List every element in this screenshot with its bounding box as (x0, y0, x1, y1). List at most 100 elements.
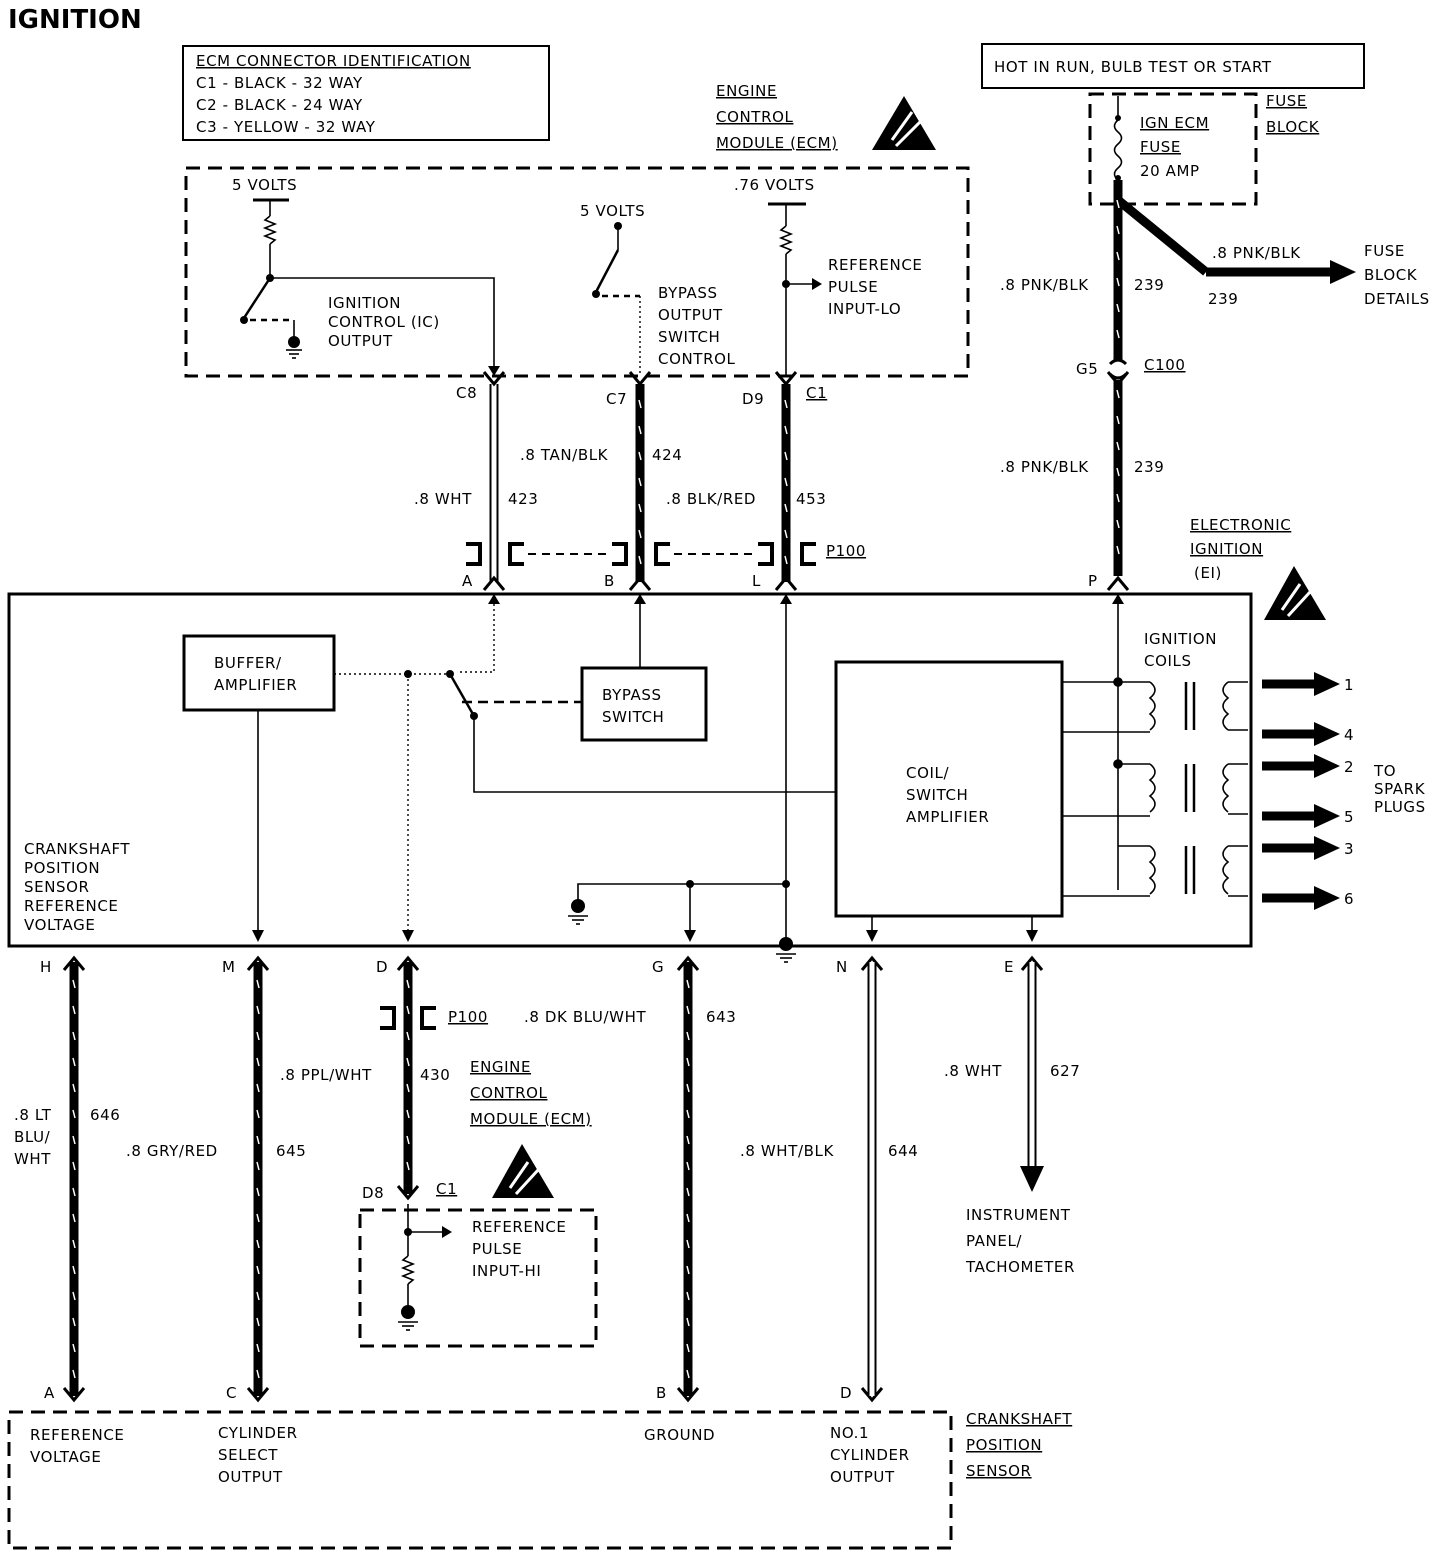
p100-top-label: P100 (826, 542, 866, 560)
page-title: IGNITION (8, 5, 142, 35)
ei-module-box (7, 592, 1253, 948)
ref-lo-2: PULSE (828, 278, 878, 296)
crank-ref-1: CRANKSHAFT (24, 840, 130, 858)
sensor-pin-a: A (44, 1384, 55, 1402)
pin-d9: D9 (742, 390, 764, 408)
plug-3: 3 (1344, 840, 1354, 858)
connector-id-box: ECM CONNECTOR IDENTIFICATION C1 - BLACK … (182, 45, 550, 141)
sensor-cyl-1: CYLINDER (218, 1424, 298, 1442)
coils-label-1: IGNITION (1144, 630, 1217, 648)
wire-wht: .8 WHT (414, 490, 472, 508)
fuse-details-2: BLOCK (1364, 266, 1418, 284)
sensor-no1-3: OUTPUT (830, 1468, 895, 1486)
wire-pnk1-num: 239 (1208, 290, 1238, 308)
pin-g: G (652, 958, 664, 976)
coil-amp-1: COIL/ (906, 764, 949, 782)
fuse-name-1: IGN ECM (1140, 114, 1209, 132)
pin-c1-bottom: C1 (436, 1180, 457, 1198)
fuse-icon (1113, 96, 1123, 181)
pin-m: M (222, 958, 236, 976)
fuse-details-3: DETAILS (1364, 290, 1430, 308)
pin-n: N (836, 958, 848, 976)
sensor-cyl-2: SELECT (218, 1446, 278, 1464)
wire-ltblu-1: .8 LT (14, 1106, 52, 1124)
fuse-name-3: 20 AMP (1140, 162, 1200, 180)
sensor-ref-2: VOLTAGE (30, 1448, 101, 1466)
fuse-details-1: FUSE (1364, 242, 1405, 260)
sensor-pin-b: B (656, 1384, 667, 1402)
coils-label-2: COILS (1144, 652, 1192, 670)
sensor-cyl-3: OUTPUT (218, 1468, 283, 1486)
bypass-output-3: SWITCH (658, 328, 720, 346)
ei-label-3: (EI) (1194, 564, 1222, 582)
pin-a-top: A (462, 572, 473, 590)
wire-pplwht: .8 PPL/WHT (280, 1066, 372, 1084)
c100-label: C100 (1144, 356, 1186, 374)
pin-c1-top: C1 (806, 384, 827, 402)
connector-c3: C3 - YELLOW - 32 WAY (196, 118, 376, 136)
wire-ltblu-2: BLU/ (14, 1128, 51, 1146)
hot-in-run-label: HOT IN RUN, BULB TEST OR START (994, 58, 1272, 76)
ecm-bottom-box (358, 1208, 598, 1348)
wire-gryred: .8 GRY/RED (126, 1142, 218, 1160)
buffer-amplifier-box (182, 634, 336, 712)
ei-label-1: ELECTRONIC (1190, 516, 1291, 534)
ecm-top-label-2: CONTROL (716, 108, 793, 126)
ei-internal-circuit (252, 594, 1124, 963)
wire-gryred-num: 645 (276, 1142, 306, 1160)
connector-p100-top (466, 542, 816, 566)
ignition-coil-pack (1062, 677, 1248, 897)
ref-lo-1: REFERENCE (828, 256, 922, 274)
ecm-bottom-label-1: ENGINE (470, 1058, 531, 1076)
plug-2: 2 (1344, 758, 1354, 776)
ic-output-1: IGNITION (328, 294, 401, 312)
instrument-1: INSTRUMENT (966, 1206, 1071, 1224)
top-pin-chevrons (482, 371, 1130, 591)
ecm-top-box (184, 166, 970, 378)
fuse-block-label-2: BLOCK (1266, 118, 1320, 136)
ecm-5v-a: 5 VOLTS (232, 176, 297, 194)
sensor-pin-d: D (840, 1384, 852, 1402)
ic-output-circuit (240, 198, 500, 376)
plug-4: 4 (1344, 726, 1354, 744)
esd-warning-icon-bottom (492, 1144, 554, 1198)
bottom-pin-chevrons (62, 955, 1044, 1403)
ic-output-2: CONTROL (IC) (328, 313, 440, 331)
wire-wht-bottom: .8 WHT (944, 1062, 1002, 1080)
ecm-076v: .76 VOLTS (734, 176, 815, 194)
spark-plug-arrows (1262, 672, 1340, 910)
sensor-label-3: SENSOR (966, 1462, 1032, 1480)
wire-blkred-num: 453 (796, 490, 826, 508)
wire-pnk2: .8 PNK/BLK (1000, 276, 1089, 294)
wire-dkblu-num: 643 (706, 1008, 736, 1026)
wire-whtblk-num: 644 (888, 1142, 918, 1160)
pin-p-top: P (1088, 572, 1098, 590)
ei-label-2: IGNITION (1190, 540, 1263, 558)
wire-pnk1: .8 PNK/BLK (1212, 244, 1301, 262)
wire-hatch-marks (72, 199, 1120, 1379)
g5-label: G5 (1076, 360, 1098, 378)
wire-wht-bottom-num: 627 (1050, 1062, 1080, 1080)
fuse-block-box (1088, 92, 1258, 206)
p100-bottom-label: P100 (448, 1008, 488, 1026)
coil-amp-3: AMPLIFIER (906, 808, 989, 826)
sensor-pin-c: C (226, 1384, 237, 1402)
bypass-output-2: OUTPUT (658, 306, 723, 324)
sensor-label-1: CRANKSHAFT (966, 1410, 1072, 1428)
connector-c2: C2 - BLACK - 24 WAY (196, 96, 363, 114)
instrument-2: PANEL/ (966, 1232, 1022, 1250)
bypass-switch-1: BYPASS (602, 686, 662, 704)
wire-pnk2-num: 239 (1134, 276, 1164, 294)
plug-5: 5 (1344, 808, 1354, 826)
wire-dkblu: .8 DK BLU/WHT (524, 1008, 646, 1026)
crank-ref-3: SENSOR (24, 878, 90, 896)
bypass-control-circuit (592, 222, 641, 376)
wire-pnk3-num: 239 (1134, 458, 1164, 476)
sensor-no1-1: NO.1 (830, 1424, 869, 1442)
wire-ltblu-num: 646 (90, 1106, 120, 1124)
wire-tan: .8 TAN/BLK (520, 446, 609, 464)
to-plugs-2: SPARK (1374, 780, 1426, 798)
connector-c1: C1 - BLACK - 32 WAY (196, 74, 363, 92)
bypass-switch-box (580, 666, 708, 742)
